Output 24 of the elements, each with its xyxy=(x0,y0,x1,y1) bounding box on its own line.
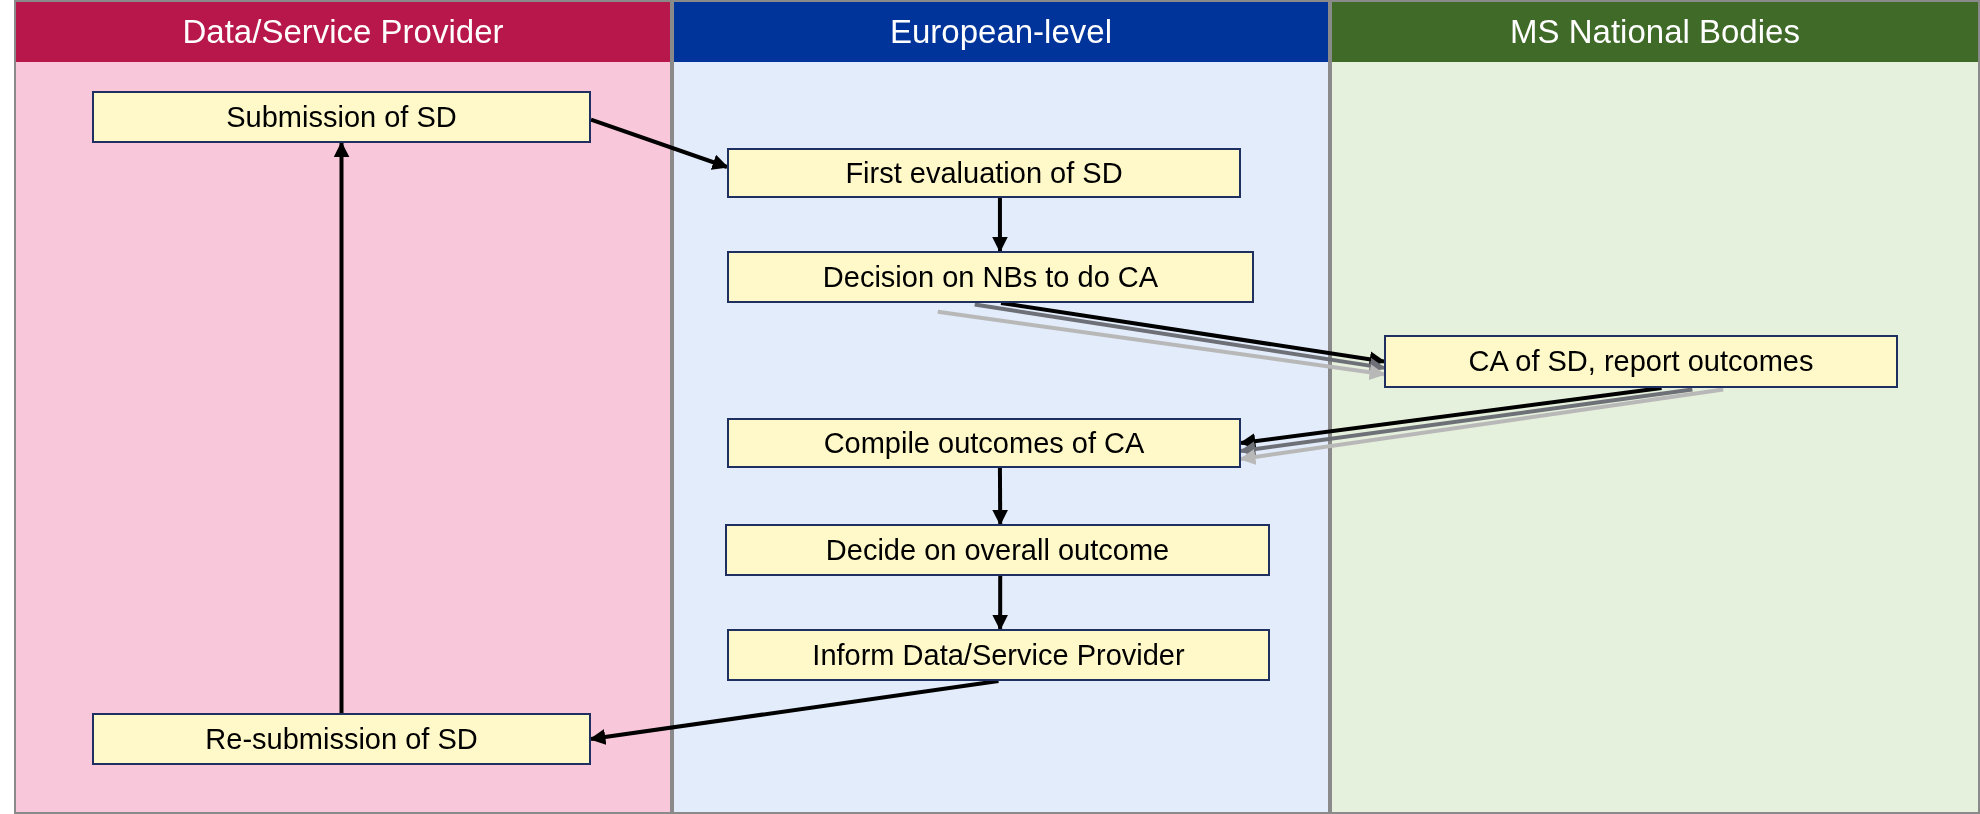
arrow xyxy=(937,309,1386,381)
arrow xyxy=(333,141,350,713)
arrow xyxy=(992,576,1009,631)
swimlane xyxy=(1330,0,1980,814)
process-box: Decision on NBs to do CA xyxy=(727,251,1254,303)
arrow xyxy=(1239,386,1662,450)
lane-header: MS National Bodies xyxy=(1332,2,1978,62)
arrow xyxy=(992,468,1009,526)
process-box: Compile outcomes of CA xyxy=(727,418,1241,468)
process-box: Decide on overall outcome xyxy=(725,524,1270,576)
swimlane xyxy=(14,0,672,814)
arrow xyxy=(1239,387,1693,457)
process-box: First evaluation of SD xyxy=(727,148,1241,198)
process-box: Inform Data/Service Provider xyxy=(727,629,1270,681)
arrow xyxy=(1239,387,1724,465)
swimlane xyxy=(672,0,1330,814)
arrow xyxy=(991,198,1008,253)
process-box: Submission of SD xyxy=(92,91,591,143)
process-box: CA of SD, report outcomes xyxy=(1384,335,1898,388)
process-box: Re-submission of SD xyxy=(92,713,591,765)
arrow xyxy=(590,117,729,170)
arrow xyxy=(589,679,999,745)
lane-header: Data/Service Provider xyxy=(16,2,670,62)
lane-header: European-level xyxy=(674,2,1328,62)
